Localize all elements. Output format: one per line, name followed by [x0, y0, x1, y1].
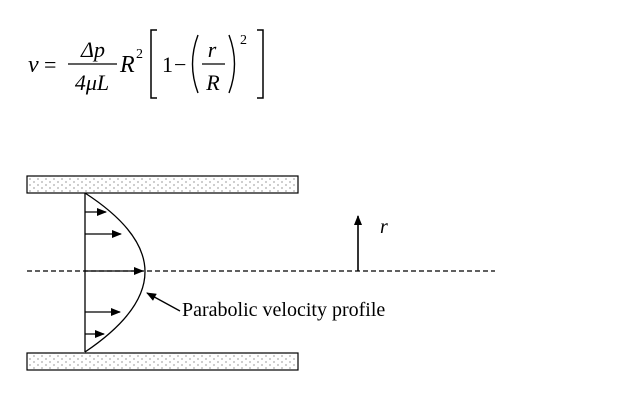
top-pipe-wall: [26, 175, 299, 194]
radius-exponent: 2: [136, 47, 143, 62]
fraction-denominator: 4μL: [75, 70, 109, 95]
ratio-denominator: R: [205, 70, 220, 95]
radius-term: R: [119, 52, 135, 78]
right-parenthesis: [228, 34, 236, 94]
bottom-pipe-wall: [26, 352, 299, 371]
equation-minus: −: [174, 52, 186, 77]
velocity-profile: [84, 192, 146, 353]
left-parenthesis: [191, 34, 199, 94]
right-square-bracket: [257, 29, 264, 99]
equation-one: 1: [162, 52, 173, 77]
radial-axis-label: r: [380, 216, 388, 238]
profile-annotation-label: Parabolic velocity profile: [182, 299, 385, 321]
equation-equals-sign: =: [44, 52, 56, 77]
poiseuille-equation: v = Δp 4μL R 2 1 − r R 2: [28, 29, 264, 99]
fraction-numerator: Δp: [80, 37, 105, 62]
ratio-exponent: 2: [240, 33, 247, 48]
equation-lhs: v: [28, 52, 39, 78]
annotation-pointer: [146, 292, 181, 312]
left-square-bracket: [150, 29, 157, 99]
ratio-numerator: r: [208, 37, 217, 62]
parabolic-curve: [84, 192, 146, 353]
